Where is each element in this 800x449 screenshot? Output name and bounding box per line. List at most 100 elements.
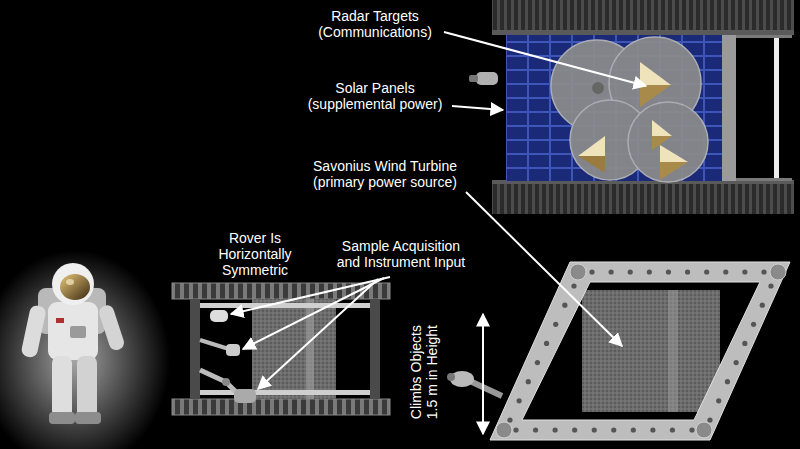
chain-link xyxy=(725,379,730,384)
rover-top-view-part xyxy=(476,72,498,85)
rover-top-view-part xyxy=(736,178,792,181)
rover-side-view-part xyxy=(226,344,240,356)
leader-lines-part xyxy=(231,32,646,434)
height-arrow xyxy=(482,314,484,434)
chain-link xyxy=(742,341,747,346)
rover-climbing-view-part xyxy=(496,422,512,438)
chain-link xyxy=(553,427,558,432)
chain-link xyxy=(553,322,558,327)
chain-link xyxy=(589,269,594,274)
rover-top-view-part xyxy=(736,35,792,38)
chain-link xyxy=(611,427,616,432)
rover-side-view-part xyxy=(222,378,230,386)
chain-link xyxy=(760,303,765,308)
chain-link xyxy=(571,283,576,288)
astronaut-picture-part xyxy=(52,263,94,305)
rover-side-view-part xyxy=(172,399,390,415)
rover-climbing-view-part xyxy=(668,290,678,412)
rover-side-view-part xyxy=(200,303,370,308)
astronaut-picture-part xyxy=(20,304,46,358)
rover-climbing-view-part xyxy=(447,373,455,381)
rover-side-view-part xyxy=(200,390,370,395)
rover-top-view-part xyxy=(578,156,605,173)
leader-line xyxy=(466,192,622,346)
astronaut-picture-part xyxy=(66,279,74,285)
rover-side-view-part xyxy=(370,299,380,399)
rover-top-view-part xyxy=(492,0,794,32)
chain-link xyxy=(751,322,756,327)
rover-top-view xyxy=(469,0,794,214)
rover-top-view-part xyxy=(492,184,794,214)
chain-link xyxy=(609,269,614,274)
astronaut-picture-part xyxy=(97,304,125,352)
chain-link xyxy=(544,341,549,346)
chain-link xyxy=(707,417,712,422)
leader-line xyxy=(452,106,503,110)
rover-top-view-part xyxy=(551,37,708,182)
astronaut-picture-part xyxy=(0,250,170,449)
chain-link xyxy=(689,427,694,432)
dimension-label: Climbs Objects 1.5 m in Height xyxy=(408,316,440,428)
astronaut-picture-part xyxy=(56,318,64,323)
rover-top-view-part xyxy=(640,85,671,107)
rover-top-view-part xyxy=(469,75,478,82)
leader-line xyxy=(258,279,378,389)
astronaut-picture-part xyxy=(77,356,97,418)
rover-top-view-part xyxy=(660,145,688,162)
callout-label: Solar Panels (supplemental power) xyxy=(300,80,450,112)
rover-top-view-part xyxy=(578,136,605,156)
chain-link xyxy=(513,427,518,432)
astronaut-picture-part xyxy=(75,412,101,424)
chain-link xyxy=(526,379,531,384)
track-chain xyxy=(507,269,773,432)
chain-link xyxy=(670,427,675,432)
leader-line xyxy=(231,277,390,314)
astronaut-picture-part xyxy=(49,412,75,424)
chain-link xyxy=(723,269,728,274)
rover-climbing-view-part xyxy=(770,264,786,280)
astronaut-picture-part xyxy=(70,326,86,338)
chain-link xyxy=(666,269,671,274)
rover-top-view-part xyxy=(592,82,604,94)
rover-top-view-part xyxy=(492,30,794,35)
chain-link xyxy=(704,269,709,274)
rover-top-view-part xyxy=(660,162,688,180)
chain-link xyxy=(650,427,655,432)
chain-link xyxy=(685,269,690,274)
callout-label: Savonius Wind Turbine (primary power sou… xyxy=(299,158,471,190)
chain-link xyxy=(761,269,766,274)
chain-link xyxy=(517,398,522,403)
chain-link xyxy=(628,269,633,274)
chain-link xyxy=(572,427,577,432)
rover-top-view-part xyxy=(774,35,779,181)
rover-top-view-part xyxy=(652,120,672,136)
astronaut-picture-part xyxy=(48,302,98,360)
rover-side-view-part xyxy=(190,299,200,399)
astronaut-picture-part xyxy=(52,356,72,418)
chain-link xyxy=(535,360,540,365)
rover-side-view-part xyxy=(210,310,228,322)
rover-climbing-view-part xyxy=(696,422,712,438)
chain-link xyxy=(768,283,773,288)
callout-label: Radar Targets (Communications) xyxy=(305,8,445,40)
rover-top-view-part xyxy=(640,62,671,85)
chain-link xyxy=(592,427,597,432)
note-label: Rover Is Horizontally Symmetric xyxy=(207,230,303,278)
leader-line xyxy=(444,32,646,86)
chain-link xyxy=(533,427,538,432)
chain-link xyxy=(734,360,739,365)
chain-link xyxy=(742,269,747,274)
rover-side-view-part xyxy=(200,370,238,394)
rover-climbing-view xyxy=(447,262,790,440)
chain-link xyxy=(647,269,652,274)
rover-side-view-part xyxy=(234,389,256,403)
chain-link xyxy=(631,427,636,432)
rover-climbing-view-part xyxy=(472,382,502,396)
chain-link xyxy=(562,303,567,308)
rover-climbing-view-part xyxy=(490,262,790,440)
chain-link xyxy=(507,417,512,422)
chain-link xyxy=(716,398,721,403)
rover-top-view-part-part xyxy=(628,102,708,182)
